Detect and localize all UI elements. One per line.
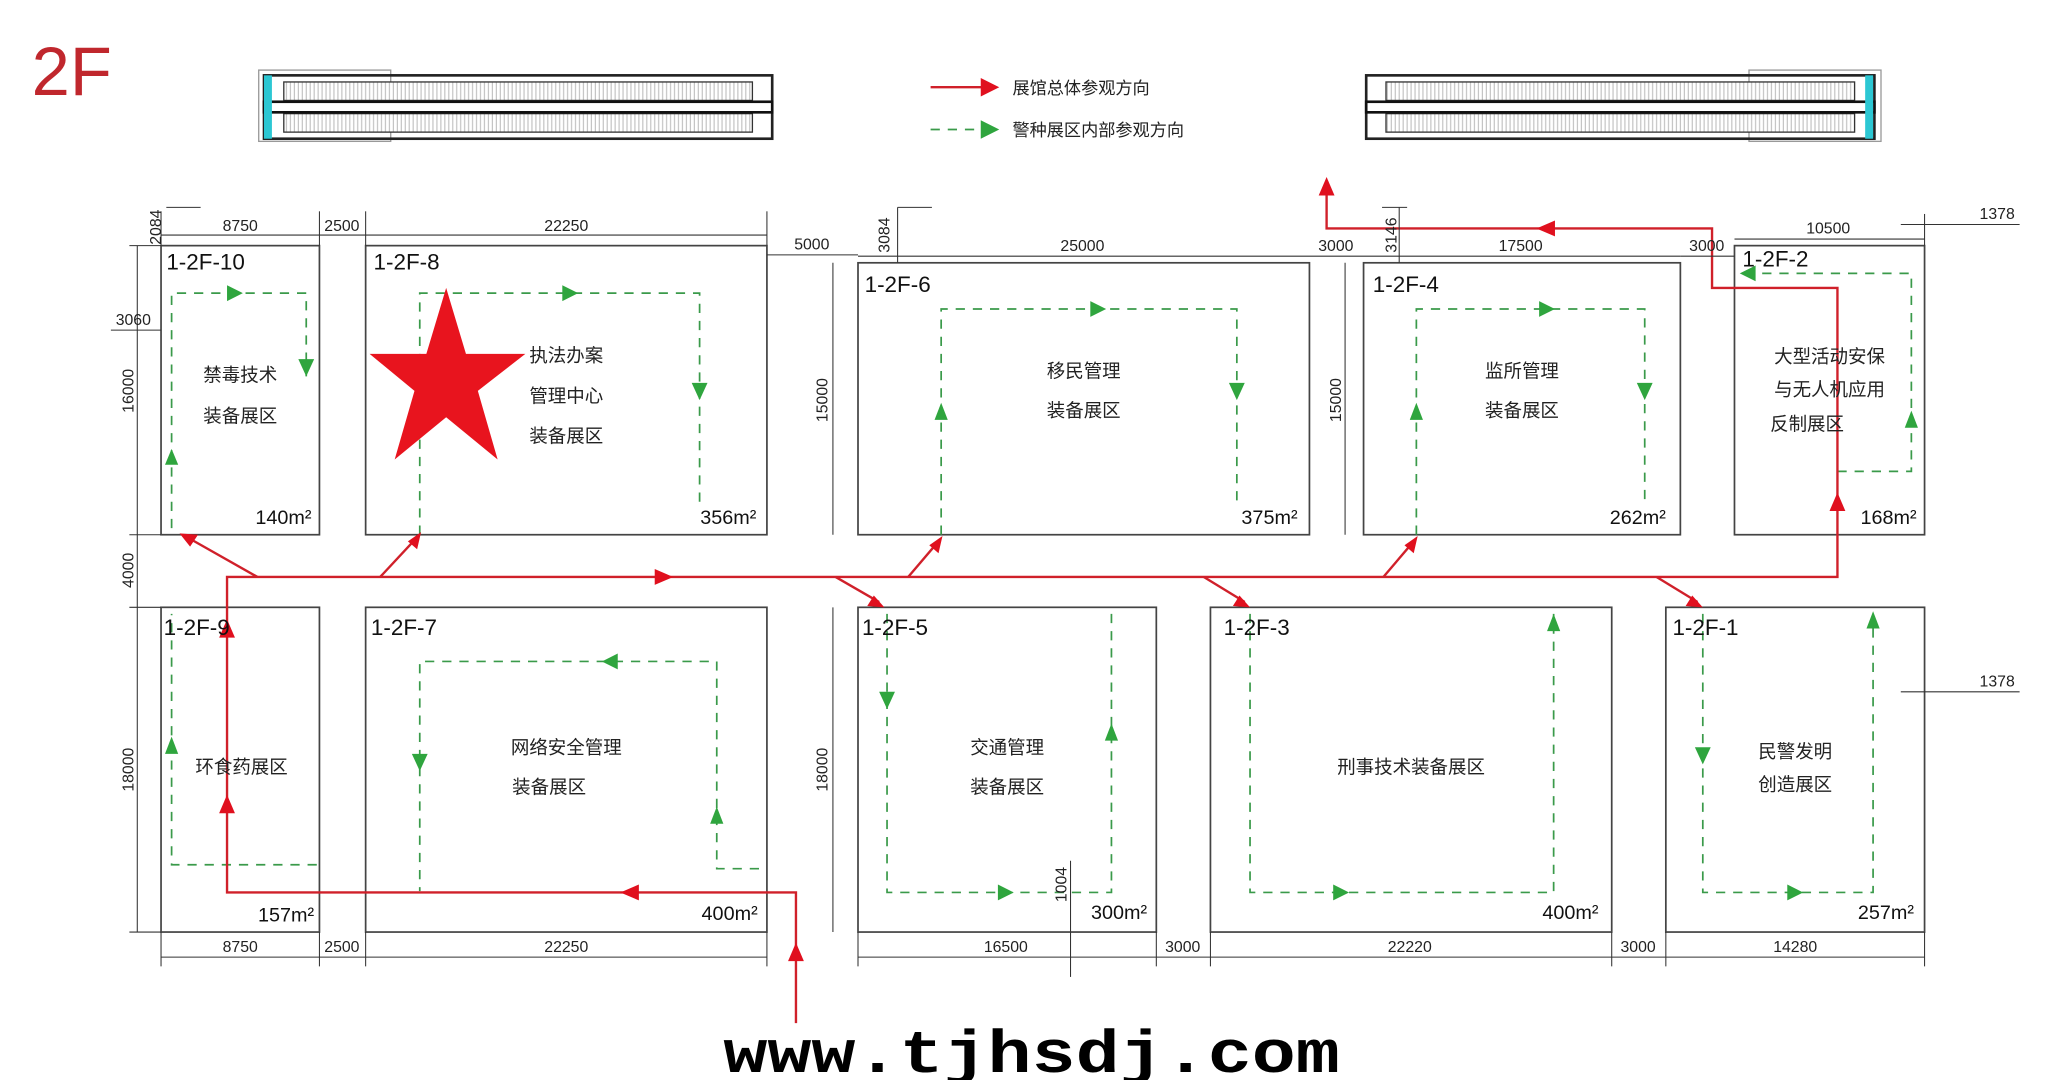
zone-area: 157m² [258, 904, 315, 926]
escalator-left [258, 69, 774, 143]
zone-area: 300m² [1091, 902, 1148, 924]
dimension-label: 1378 [1980, 206, 2015, 223]
zone-1-2F-2 [1733, 244, 1926, 536]
legend: 展馆总体参观方向 警种展区内部参观方向 [930, 78, 1184, 141]
dimension-label: 2500 [324, 218, 359, 235]
dimension-label: 22220 [1388, 939, 1432, 956]
zone-1-2F-7 [364, 606, 768, 933]
zone-labels: 1-2F-10 禁毒技术 装备展区 140m² 1-2F-8 执法办案 管理中心… [164, 247, 1917, 927]
overall-route [179, 177, 1846, 1024]
zone-routes [165, 265, 1918, 901]
zone-name: 禁毒技术 [203, 366, 277, 387]
zone-id: 1-2F-3 [1224, 615, 1290, 640]
zone-name: 交通管理 [970, 738, 1044, 759]
zone-1-2F-3 [1209, 606, 1613, 933]
zone-name: 监所管理 [1485, 362, 1559, 383]
zone-1-2F-5 [857, 606, 1158, 933]
escalator-right [1364, 69, 1882, 143]
zone-name: 装备展区 [1485, 401, 1559, 422]
zone-id: 1-2F-7 [371, 615, 437, 640]
zone-area: 257m² [1858, 902, 1915, 924]
watermark: www.tjhsdj.com [723, 1022, 1339, 1080]
zone-area: 375m² [1241, 507, 1298, 529]
dimension-labels: 2084 8750 2500 22250 5000 3084 25000 300… [116, 206, 2015, 956]
zone-1-2F-6 [857, 261, 1311, 536]
zone-name: 装备展区 [512, 777, 586, 798]
green-arrow-icon [980, 120, 1000, 139]
dimension-label: 3000 [1165, 939, 1200, 956]
zone-name: 管理中心 [529, 387, 603, 408]
dimension-label: 3084 [877, 217, 894, 252]
zone-name: 执法办案 [529, 346, 603, 367]
zone-1-2F-1 [1664, 606, 1926, 933]
zone-name: 与无人机应用 [1774, 380, 1885, 401]
dimension-label: 15000 [1328, 378, 1345, 422]
zone-area: 400m² [1542, 902, 1599, 924]
dimension-label: 3060 [116, 312, 151, 329]
zones [160, 244, 1926, 933]
dimension-label: 16000 [120, 369, 137, 413]
zone-area: 168m² [1861, 507, 1918, 529]
red-arrow-icon [980, 78, 1000, 97]
dimension-label: 3146 [1384, 217, 1401, 252]
zone-id: 1-2F-4 [1373, 272, 1439, 297]
zone-name: 刑事技术装备展区 [1337, 758, 1485, 779]
dimension-lines [110, 206, 2020, 977]
dimension-label: 18000 [120, 747, 137, 791]
zone-name: 创造展区 [1758, 775, 1832, 796]
zone-id: 1-2F-1 [1672, 615, 1738, 640]
dimension-label: 1378 [1980, 674, 2015, 691]
zone-name: 反制展区 [1770, 414, 1844, 435]
zone-id: 1-2F-6 [865, 272, 931, 297]
zone-1-2F-9 [160, 606, 321, 933]
zone-name: 装备展区 [203, 407, 277, 428]
zone-area: 356m² [700, 507, 757, 529]
dimension-label: 10500 [1806, 221, 1850, 238]
dimension-label: 4000 [120, 553, 137, 588]
dimension-label: 5000 [794, 237, 829, 254]
zone-id: 1-2F-8 [374, 249, 440, 274]
dimension-label: 25000 [1060, 238, 1104, 255]
zone-name: 环食药展区 [195, 758, 287, 779]
zone-name: 网络安全管理 [511, 738, 622, 759]
zone-1-2F-10 [160, 244, 321, 536]
dimension-label: 8750 [223, 218, 258, 235]
zone-id: 1-2F-2 [1742, 247, 1808, 272]
zone-area: 400m² [702, 903, 759, 925]
zone-id: 1-2F-10 [166, 249, 245, 274]
dimension-label: 3000 [1318, 238, 1353, 255]
zone-name: 民警发明 [1758, 742, 1832, 763]
dimension-label: 8750 [223, 939, 258, 956]
dimension-label: 22250 [544, 939, 588, 956]
dimension-label: 2500 [324, 939, 359, 956]
legend-zone-route: 警种展区内部参观方向 [1012, 121, 1184, 141]
zone-area: 140m² [255, 507, 312, 529]
dimension-label: 3000 [1689, 238, 1724, 255]
zone-1-2F-4 [1362, 261, 1682, 536]
dimension-label: 3000 [1621, 939, 1656, 956]
dimension-label: 2084 [148, 209, 165, 244]
zone-name: 装备展区 [529, 426, 603, 447]
zone-name: 移民管理 [1047, 362, 1121, 383]
dimension-label: 1004 [1054, 867, 1071, 902]
zone-id: 1-2F-9 [164, 615, 230, 640]
dimension-label: 17500 [1499, 238, 1543, 255]
dimension-label: 18000 [815, 747, 832, 791]
zone-area: 262m² [1610, 507, 1667, 529]
zone-name: 装备展区 [1047, 401, 1121, 422]
exit-arrow-icon [1318, 177, 1335, 196]
dimension-label: 14280 [1773, 939, 1817, 956]
zone-name: 装备展区 [970, 777, 1044, 798]
legend-overall-route: 展馆总体参观方向 [1012, 79, 1149, 99]
floor-label: 2F [32, 33, 112, 110]
dimension-label: 22250 [544, 218, 588, 235]
zone-name: 大型活动安保 [1774, 347, 1885, 368]
zone-id: 1-2F-5 [862, 615, 928, 640]
dimension-label: 16500 [984, 939, 1028, 956]
entrance-arrow-icon [788, 942, 804, 962]
dimension-label: 15000 [815, 378, 832, 422]
star-marker-icon [369, 287, 526, 460]
